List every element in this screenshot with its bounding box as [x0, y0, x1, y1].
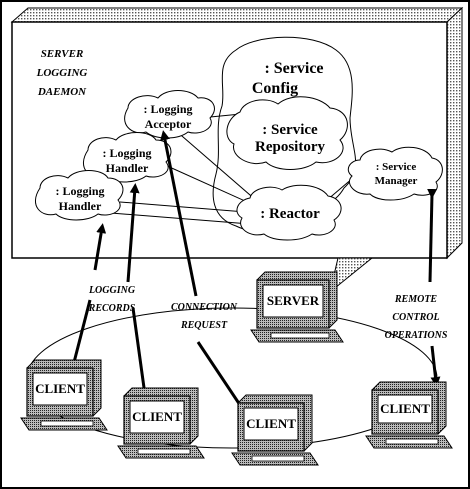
client-1-computer: CLIENT	[20, 359, 108, 431]
arrows	[68, 130, 441, 406]
logging-records-label-2: RECORDS	[88, 303, 136, 314]
client-3-computer: CLIENT	[231, 394, 319, 466]
service-config-label-1: : Service	[264, 60, 323, 77]
remote-control-arrow-2	[430, 345, 441, 387]
daemon-title-line-1: SERVER	[41, 48, 84, 60]
client-4-computer: CLIENT	[365, 381, 453, 449]
daemon-title-line-2: LOGGING	[36, 67, 88, 79]
computers: CLIENT CLIENT CLIENT CLIENT SERVER	[20, 271, 453, 466]
connection-request-label-1: CONNECTION	[171, 302, 238, 313]
logging-handler-2-label-1: : Logging	[55, 184, 104, 198]
client-2-label: CLIENT	[132, 409, 182, 424]
daemon-panel-side	[446, 6, 463, 260]
service-repository-label-1: : Service	[262, 122, 318, 138]
daemon-title-line-3: DAEMON	[37, 86, 87, 98]
client-1-label: CLIENT	[35, 381, 85, 396]
logging-handler-2-cloud	[34, 170, 124, 221]
connection-request-arrow-2	[160, 130, 198, 297]
remote-control-label-3: OPERATIONS	[385, 330, 448, 341]
reactor-cloud	[236, 184, 342, 241]
logging-records-arrow-4	[126, 183, 140, 283]
logging-handler-2-label-2: Handler	[59, 199, 102, 213]
server-computer: SERVER	[250, 271, 344, 343]
logging-records-arrow-3	[131, 307, 147, 396]
logging-records-label-1: LOGGING	[88, 285, 136, 296]
service-repository-cloud	[226, 96, 348, 170]
client-3-label: CLIENT	[246, 416, 296, 431]
remote-control-label-1: REMOTE	[394, 294, 438, 305]
remote-control-label-2: CONTROL	[392, 312, 439, 323]
logging-acceptor-label-2: Acceptor	[145, 117, 192, 131]
logging-handler-1-label-2: Handler	[106, 161, 149, 175]
service-repository-label-2: Repository	[255, 139, 325, 155]
connection-request-arrow-1	[196, 341, 242, 406]
client-2-computer: CLIENT	[117, 387, 205, 459]
logging-acceptor-cloud	[124, 90, 215, 139]
logging-acceptor-label-1: : Logging	[143, 102, 192, 116]
logging-handler-1-label-1: : Logging	[102, 146, 151, 160]
logging-records-arrow-1	[93, 223, 107, 271]
service-manager-label-1: : Service	[376, 161, 417, 173]
client-4-label: CLIENT	[380, 401, 430, 416]
connection-request-label-2: REQUEST	[180, 320, 228, 331]
service-manager-label-2: Manager	[375, 175, 418, 187]
service-manager-cloud	[347, 146, 443, 201]
remote-control-arrow-1	[427, 188, 438, 283]
reactor-label: : Reactor	[260, 206, 320, 222]
service-config-label-2: Config	[252, 80, 298, 97]
daemon-panel-top	[10, 7, 464, 23]
server-label: SERVER	[267, 293, 320, 308]
